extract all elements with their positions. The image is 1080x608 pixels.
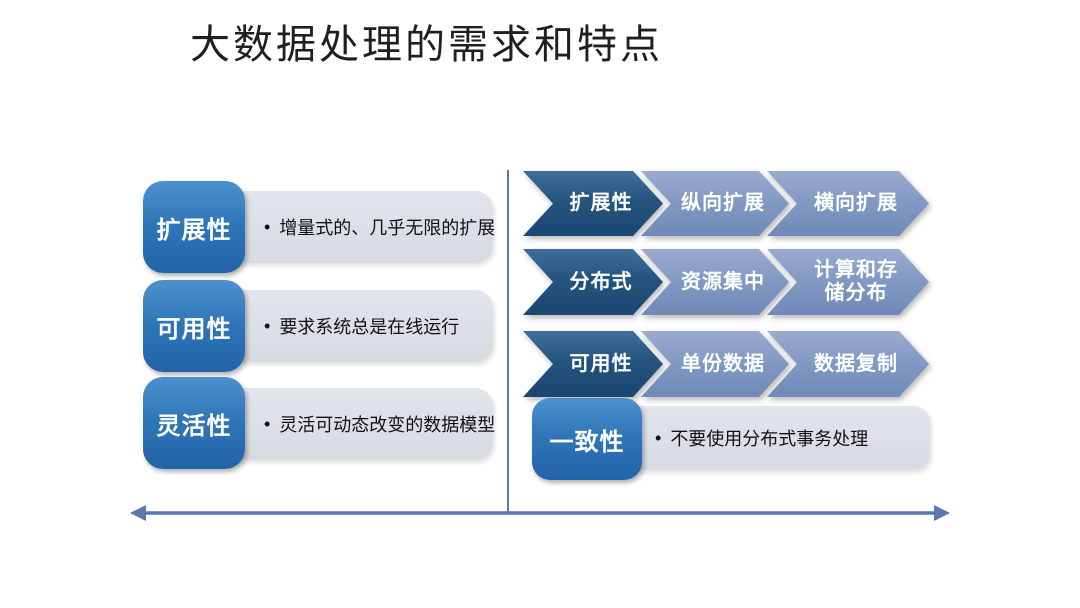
chevron-single-copy-data: 单份数据 (641, 331, 789, 397)
feature-label: 灵活性 (156, 412, 232, 440)
chevron-data-replication: 数据复制 (767, 331, 929, 397)
arrowhead-right-icon (934, 505, 950, 521)
feature-desc: • 要求系统总是在线运行 (264, 313, 459, 339)
chevron-compute-storage-distribution: 计算和存 储分布 (767, 249, 929, 315)
divider-line (507, 170, 509, 513)
bullet-icon: • (264, 315, 271, 336)
arrowhead-left-icon (130, 505, 146, 521)
feature-desc: • 增量式的、几乎无限的扩展 (264, 214, 495, 240)
chevron-label: 数据复制 (767, 331, 929, 397)
chevron-availability: 可用性 (523, 331, 663, 397)
chevron-label: 可用性 (523, 331, 663, 397)
consistency-desc-text: 不要使用分布式事务处理 (670, 429, 869, 449)
consistency-desc: • 不要使用分布式事务处理 (655, 425, 868, 451)
chevron-scalability: 扩展性 (523, 171, 663, 236)
chevron-horizontal-scaling: 横向扩展 (767, 171, 929, 236)
bullet-icon: • (264, 216, 271, 237)
slide-title: 大数据处理的需求和特点 (190, 23, 663, 67)
bullet-icon: • (264, 413, 271, 434)
feature-box-flexibility: 灵活性 (143, 377, 245, 469)
feature-desc-text: 增量式的、几乎无限的扩展 (279, 218, 496, 238)
feature-desc: • 灵活可动态改变的数据模型 (264, 411, 495, 437)
double-arrow (130, 505, 950, 521)
bullet-icon: • (655, 427, 662, 448)
feature-desc-text: 要求系统总是在线运行 (279, 317, 460, 337)
feature-desc-text: 灵活可动态改变的数据模型 (279, 415, 496, 435)
chevron-label: 计算和存 储分布 (767, 249, 929, 315)
chevron-label: 横向扩展 (767, 171, 929, 236)
feature-label: 可用性 (156, 315, 232, 343)
chevron-vertical-scaling: 纵向扩展 (641, 171, 789, 236)
feature-label: 一致性 (549, 428, 625, 456)
feature-box-availability: 可用性 (143, 280, 245, 372)
chevron-distributed: 分布式 (523, 249, 663, 315)
chevron-resource-centralized: 资源集中 (641, 249, 789, 315)
feature-label: 扩展性 (156, 216, 232, 244)
feature-box-consistency: 一致性 (532, 398, 642, 480)
feature-box-scalability: 扩展性 (143, 181, 245, 273)
